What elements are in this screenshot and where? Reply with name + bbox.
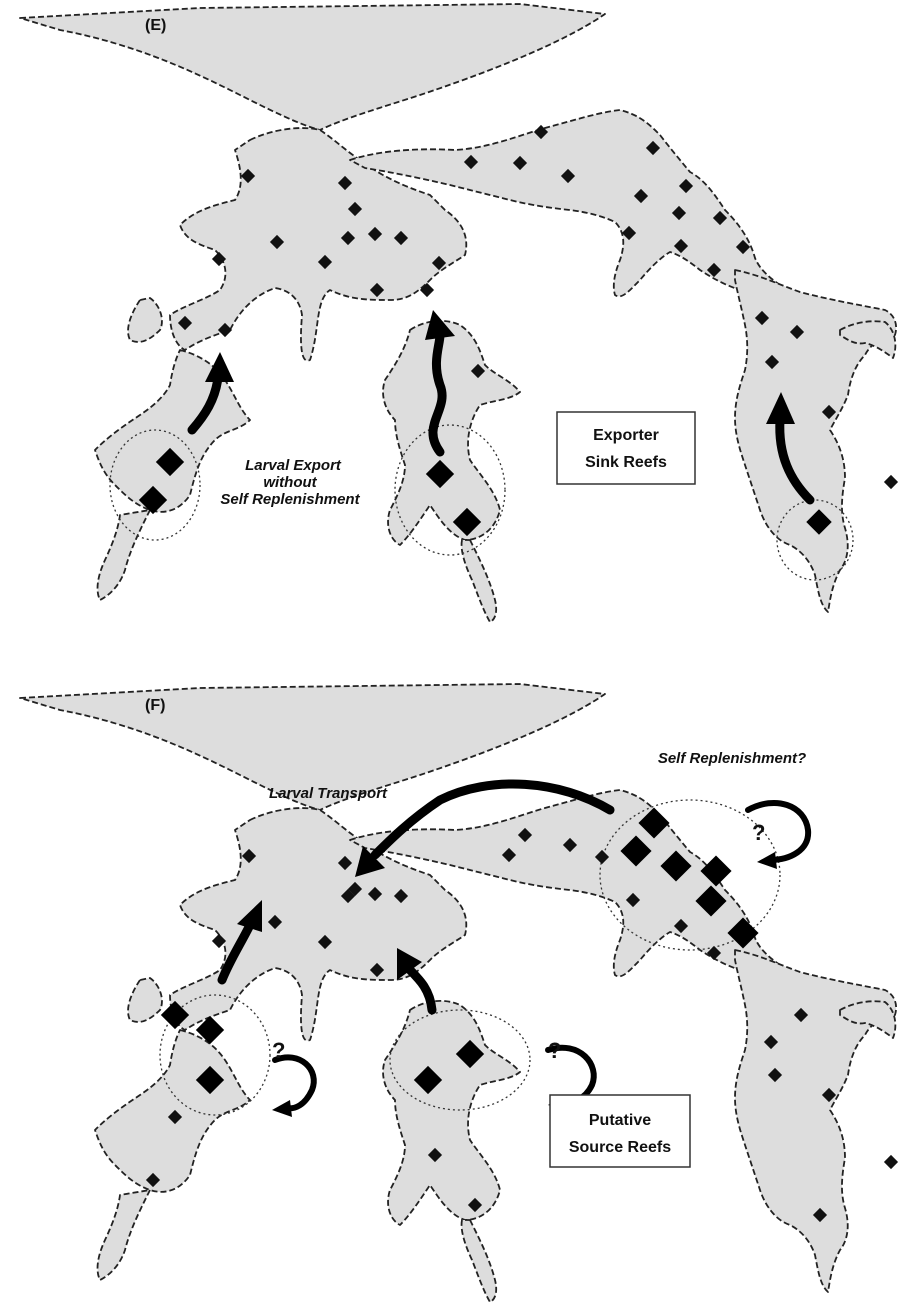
panel-e: (E) <box>20 4 898 622</box>
larval-export-line3: Self Replenishment <box>220 491 360 508</box>
self-replenishment-label: Self Replenishment? <box>658 750 806 767</box>
exporter-box-line1: Exporter <box>593 427 659 444</box>
exporter-box-line2: Sink Reefs <box>585 454 667 471</box>
panel-f-tag: (F) <box>145 697 165 714</box>
panel-e-reefs <box>20 4 896 622</box>
question-mark-left: ? <box>272 1038 285 1063</box>
panel-f-reefs <box>20 684 896 1302</box>
larval-transport-label: Larval Transport <box>269 785 388 802</box>
larval-export-line1: Larval Export <box>245 457 342 474</box>
question-mark-right: ? <box>752 820 765 845</box>
exporter-box <box>557 412 695 484</box>
source-box-line2: Source Reefs <box>569 1139 671 1156</box>
source-box-line1: Putative <box>589 1112 651 1129</box>
larval-export-line2: without <box>263 474 317 491</box>
panel-e-tag: (E) <box>145 17 166 34</box>
source-box <box>550 1095 690 1167</box>
question-mark-middle: ? <box>548 1038 561 1063</box>
panel-f: (F) <box>20 684 898 1302</box>
